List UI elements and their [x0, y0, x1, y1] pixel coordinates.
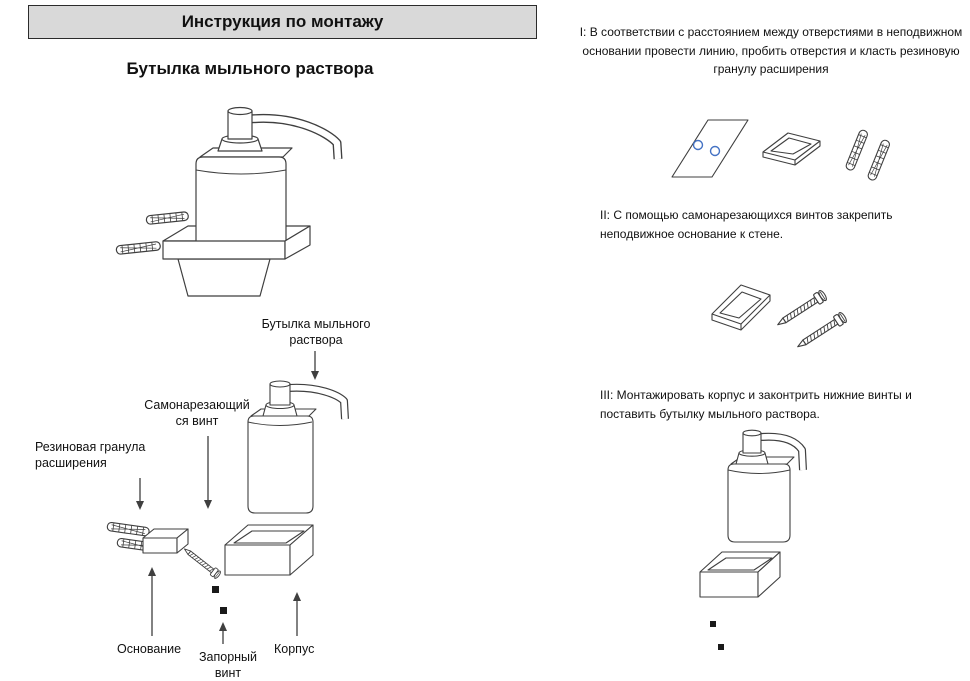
- label-self-tapping-screw: Самонарезающийся винт: [144, 398, 250, 428]
- housing-body: [699, 551, 781, 598]
- label-body: Корпус: [274, 642, 315, 656]
- step-2-drawing: [711, 284, 847, 348]
- product-title: Бутылка мыльного раствора: [126, 59, 374, 78]
- arrow-down-to-anchor-icon: [136, 478, 144, 510]
- arrow-down-to-screw-icon: [204, 436, 212, 509]
- soap-bottle: [195, 106, 343, 248]
- lock-screw-icon: [220, 607, 227, 614]
- expansion-anchor-icon: [115, 241, 161, 255]
- drill-hole-icon: [709, 145, 721, 157]
- lock-screw-icon: [718, 644, 724, 650]
- bracket-front: [162, 225, 311, 260]
- expansion-anchor-icon: [845, 129, 868, 171]
- soap-bottle: [727, 429, 807, 543]
- fixed-base-frame: [762, 132, 821, 166]
- arrow-up-to-body-icon: [293, 592, 301, 636]
- drill-hole-icon: [692, 139, 704, 151]
- lock-screw-icon: [212, 586, 219, 593]
- expansion-anchor-icon: [867, 139, 890, 181]
- arrow-down-to-bottle-icon: [311, 351, 319, 380]
- label-base: Основание: [117, 642, 182, 656]
- arrow-up-to-lock-screw-icon: [219, 622, 227, 644]
- bracket-wedge: [177, 258, 271, 297]
- fixed-base: [142, 528, 189, 554]
- step-3-text: III: Монтажировать корпус и законтрить н…: [600, 388, 912, 421]
- exploded-view-drawing: [106, 351, 349, 644]
- expansion-anchor-icon: [106, 521, 150, 537]
- wall-plate: [671, 119, 749, 178]
- screw-icon: [797, 311, 847, 348]
- step-3-drawing: [699, 429, 807, 650]
- screw-icon: [777, 289, 827, 326]
- label-rubber-granule: Резиновая гранула расширения: [35, 440, 146, 470]
- assembled-dispenser-drawing: [115, 106, 343, 297]
- label-bottle: Бутылка мыльного раствора: [261, 317, 371, 347]
- fixed-base-frame: [711, 284, 771, 331]
- step-1-drawing: [671, 119, 890, 181]
- step-1-text: I: В соответствии с расстоянием между от…: [579, 25, 963, 77]
- step-2-text: II: С помощью самонарезающихся винтов за…: [600, 208, 893, 241]
- expansion-anchor-icon: [145, 211, 189, 225]
- soap-bottle: [247, 380, 349, 514]
- page-title: Инструкция по монтажу: [181, 12, 384, 31]
- self-tapping-screw-icon: [184, 548, 221, 579]
- header-bar: Инструкция по монтажу: [28, 5, 537, 39]
- label-locking-screw: Запорный винт: [198, 650, 258, 680]
- housing-body: [224, 524, 314, 576]
- lock-screw-icon: [710, 621, 716, 627]
- arrow-up-to-base-icon: [148, 567, 156, 636]
